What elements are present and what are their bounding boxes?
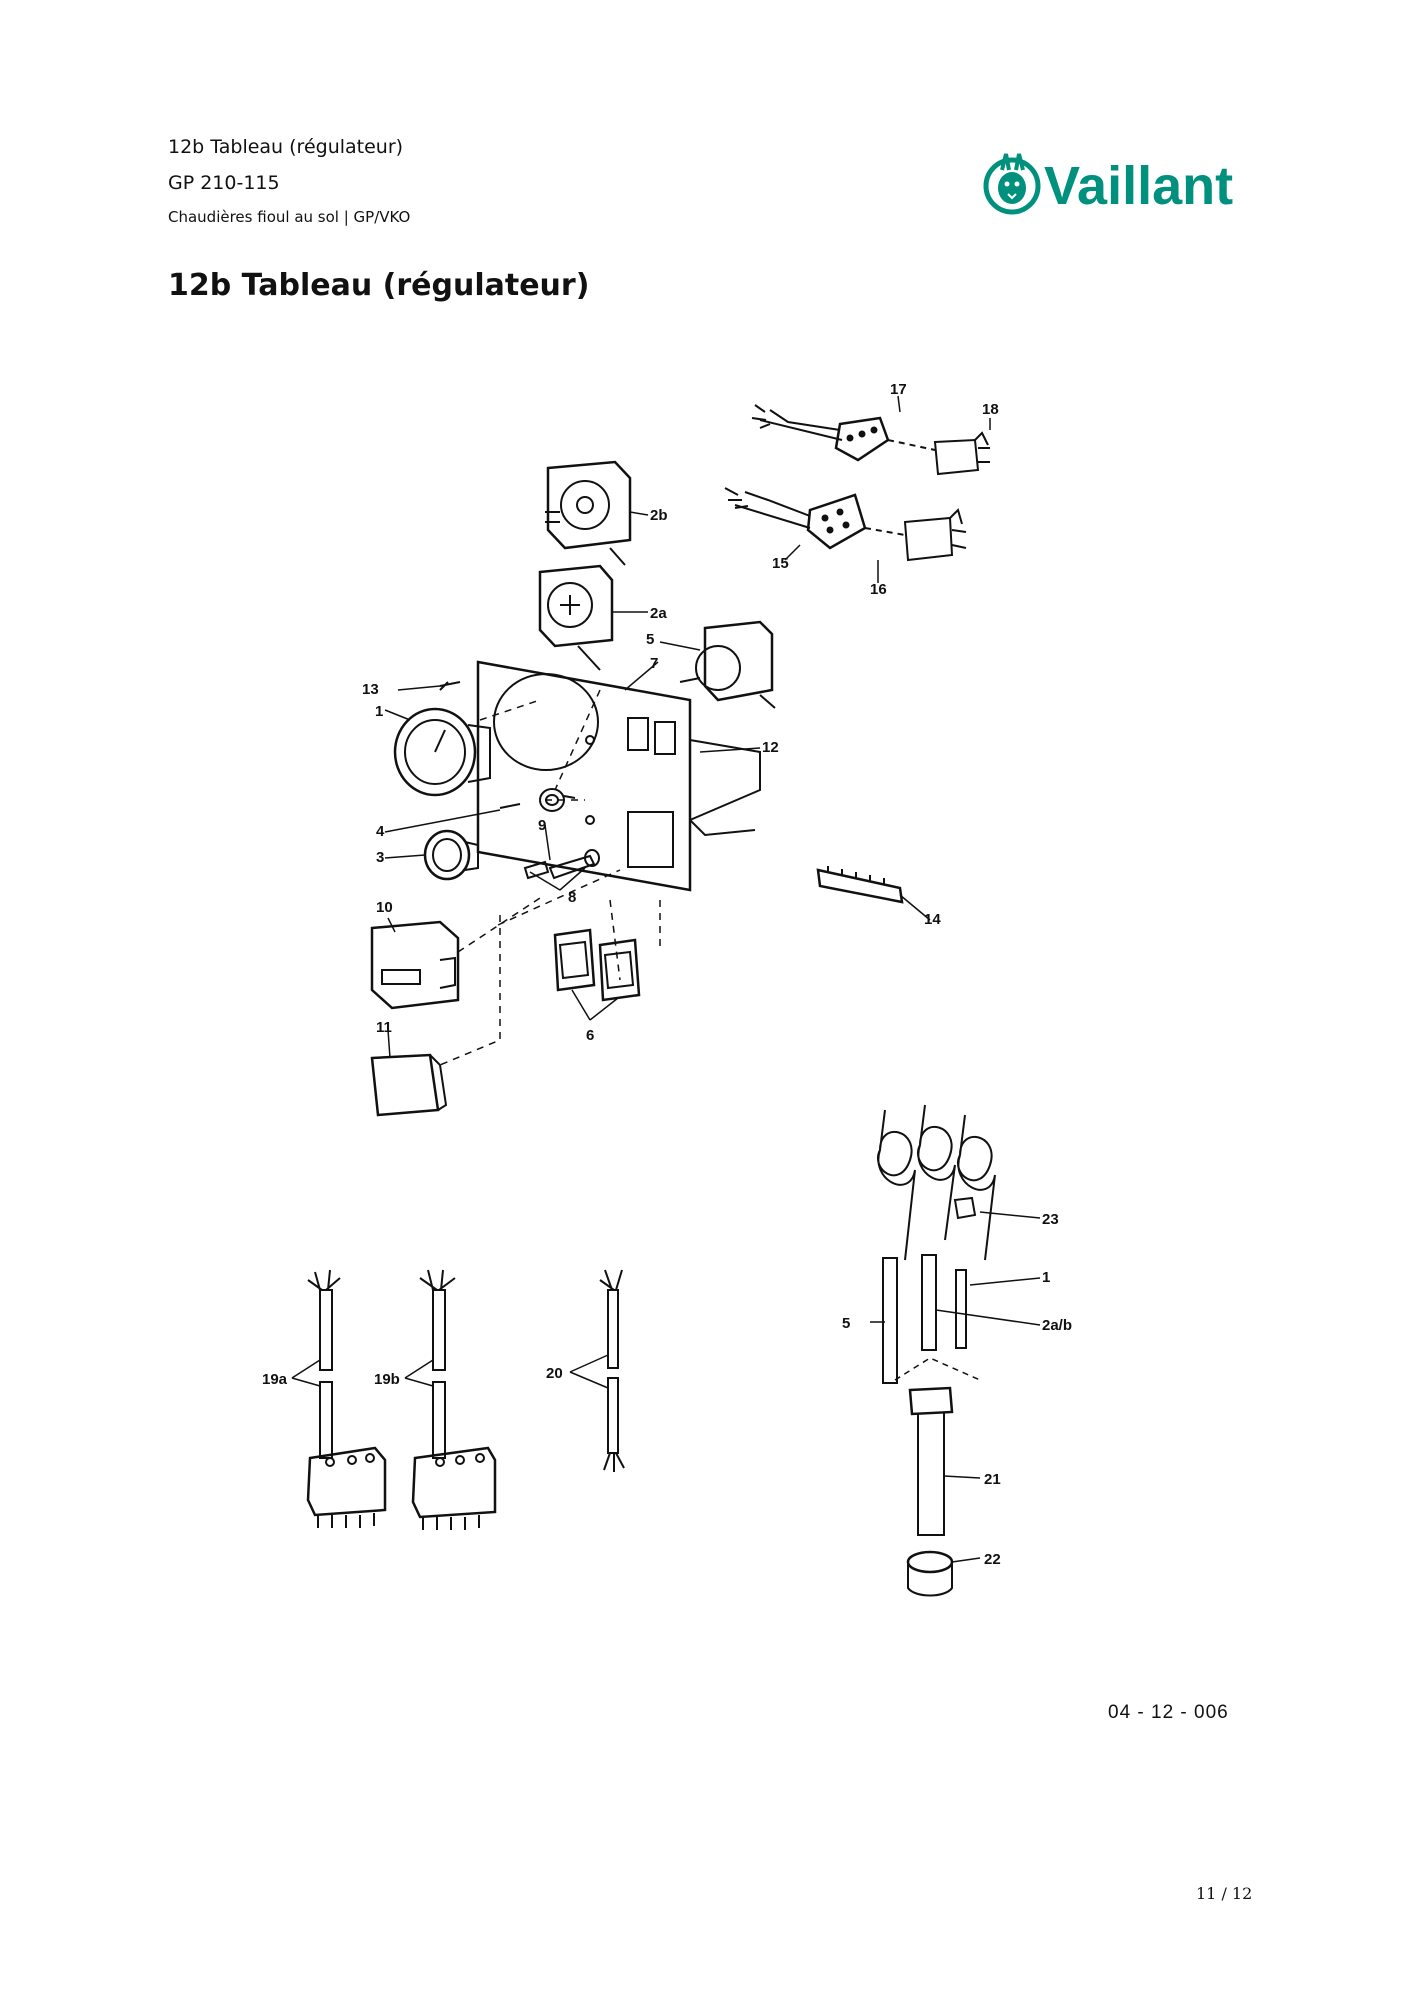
terminal-block-14 <box>816 866 904 904</box>
sensor-coils <box>877 1104 996 1261</box>
callout-18: 18 <box>982 401 999 418</box>
callout-20: 20 <box>546 1365 563 1382</box>
callout-13: 13 <box>362 681 379 698</box>
control-knob-3 <box>423 829 479 881</box>
vaillant-wordmark: Vaillant <box>1044 156 1233 216</box>
callout-14: 14 <box>924 911 941 928</box>
cable-harness-15 <box>724 487 906 550</box>
page-number: 11 / 12 <box>1196 1884 1253 1903</box>
reducer-nut-22 <box>906 1550 954 1597</box>
left-wire-leaders <box>291 1354 609 1389</box>
vaillant-logo: Vaillant <box>983 153 1233 216</box>
screw-4 <box>499 803 521 809</box>
wire-19a <box>306 1269 387 1528</box>
callout-labels: 17 18 2b 15 16 2a 5 7 13 1 12 4 9 3 8 14… <box>262 381 1072 1568</box>
callout-2b: 2b <box>650 507 668 524</box>
sensor-probes <box>882 1196 977 1384</box>
control-panel-12 <box>476 660 761 892</box>
callout-4: 4 <box>376 823 385 840</box>
callout-17: 17 <box>890 381 907 398</box>
callout-19b: 19b <box>374 1371 400 1388</box>
cable-harness-17 <box>751 404 936 462</box>
assembly-guide-lines <box>439 689 661 1066</box>
immersion-sleeve-21 <box>894 1357 981 1536</box>
callout-5-sensor: 5 <box>842 1315 850 1332</box>
callout-11: 11 <box>376 1019 392 1036</box>
rocker-switches-6 <box>553 928 641 1002</box>
callout-16: 16 <box>870 581 887 598</box>
header-model: GP 210-115 <box>168 172 280 194</box>
callout-2ab: 2a/b <box>1042 1317 1072 1334</box>
callout-6: 6 <box>586 1027 594 1044</box>
hour-counter-10 <box>370 920 460 1010</box>
callout-12: 12 <box>762 739 779 756</box>
callout-9: 9 <box>538 817 546 834</box>
callout-5: 5 <box>646 631 654 648</box>
right-callout-leaders <box>870 1211 1041 1563</box>
callout-7: 7 <box>650 655 658 672</box>
header-title: 12b Tableau (régulateur) <box>168 136 404 158</box>
thermostat-5 <box>679 620 776 709</box>
callout-3: 3 <box>376 849 384 866</box>
callout-leaders <box>384 395 991 1059</box>
callout-1: 1 <box>375 703 383 720</box>
thermostat-2a <box>538 564 614 671</box>
screw-13 <box>439 681 461 691</box>
callout-1-sensor: 1 <box>1042 1269 1050 1286</box>
drawing-reference: 04 - 12 - 006 <box>1108 1702 1229 1723</box>
callout-21: 21 <box>984 1471 1001 1488</box>
section-heading: 12b Tableau (régulateur) <box>168 268 590 303</box>
callout-19a: 19a <box>262 1371 288 1388</box>
fuse-8 <box>523 860 550 880</box>
callout-8: 8 <box>568 889 576 906</box>
callout-15: 15 <box>772 555 789 572</box>
callout-10: 10 <box>376 899 393 916</box>
connector-18 <box>933 431 990 476</box>
vaillant-hare-icon <box>983 153 1041 215</box>
callout-2a: 2a <box>650 605 667 622</box>
cover-11 <box>370 1053 448 1117</box>
callout-22: 22 <box>984 1551 1001 1568</box>
wire-20 <box>599 1269 625 1472</box>
header-category: Chaudières fioul au sol | GP/VKO <box>168 208 411 226</box>
connector-16 <box>903 508 967 562</box>
thermostat-2b <box>545 460 632 566</box>
wire-19b <box>411 1269 497 1530</box>
fuse-holder-9 <box>548 849 600 880</box>
thermometer-gauge-1 <box>393 707 491 797</box>
callout-23: 23 <box>1042 1211 1059 1228</box>
